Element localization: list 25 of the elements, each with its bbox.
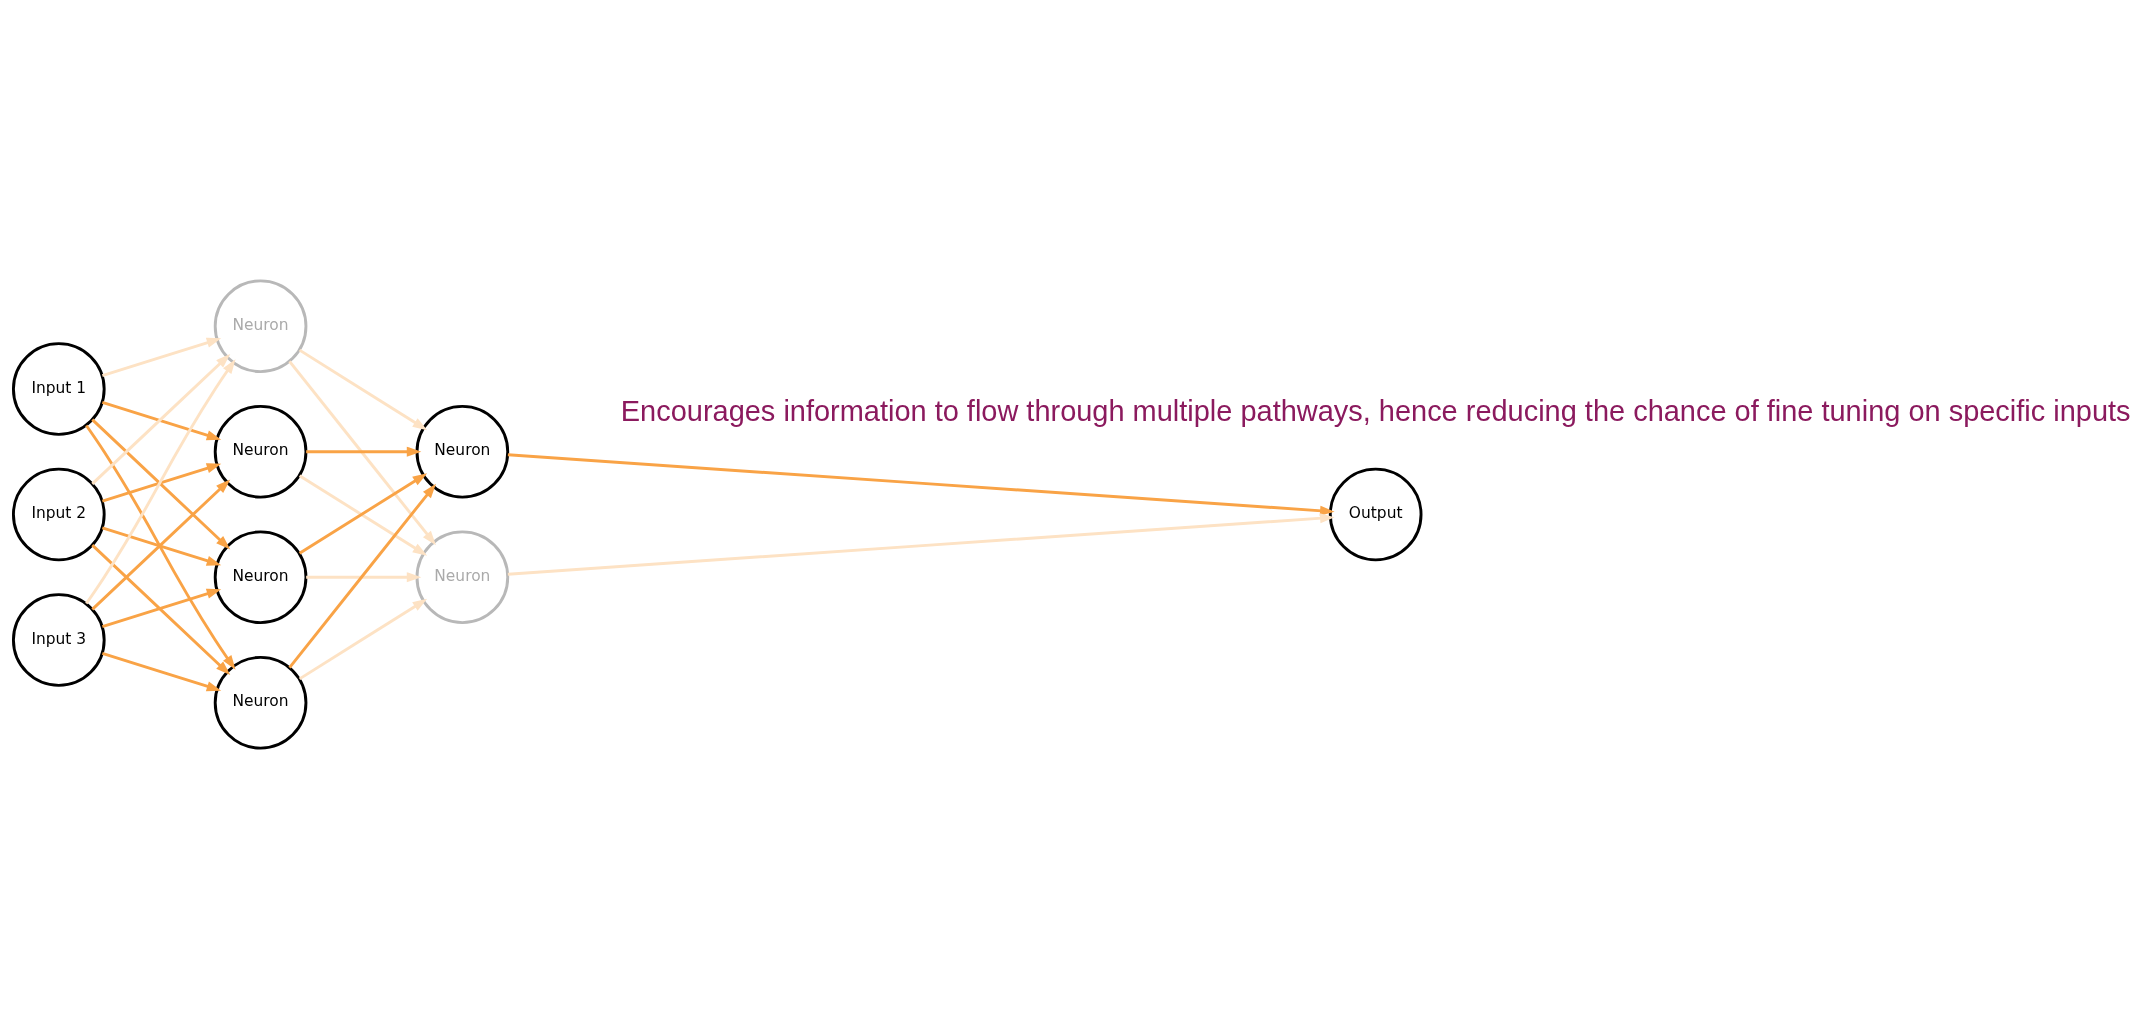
- arrow: [298, 598, 428, 681]
- label: Encourages information to flow through multiple pathways, hence reducing the chance of fine tuning on specific inputs: [620, 395, 2131, 428]
- arrow: [91, 418, 231, 550]
- arrow: [85, 359, 236, 605]
- arrow: [288, 360, 436, 546]
- arrow: [101, 588, 222, 628]
- arrow: [85, 424, 236, 670]
- arrow: [507, 513, 1335, 576]
- arrow: [306, 572, 422, 583]
- node-circle: Input 3: [11, 593, 106, 687]
- arrow: [101, 526, 222, 566]
- arrow: [101, 652, 222, 692]
- node-circle: Input 2: [11, 467, 106, 562]
- arrow: [507, 453, 1335, 516]
- arrow: [101, 401, 222, 441]
- arrow: [91, 479, 231, 611]
- arrow: [101, 463, 222, 503]
- arrow: [101, 337, 222, 377]
- arrow: [298, 348, 428, 431]
- node-circle: Output: [1328, 467, 1423, 562]
- arrow: [91, 353, 231, 485]
- node-circle: Input 1: [11, 342, 106, 436]
- arrow: [288, 483, 436, 669]
- arrow: [306, 446, 422, 457]
- arrow: [91, 544, 231, 676]
